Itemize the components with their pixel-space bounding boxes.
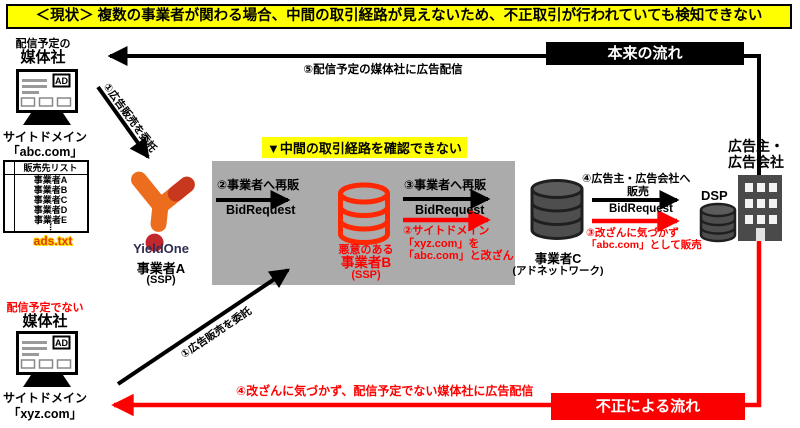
publisher-top-domain-label: サイトドメイン <box>2 130 87 144</box>
publisher-top-domain-value: 「abc.com」 <box>7 145 83 159</box>
hidden-route-panel <box>212 161 515 285</box>
database-icon-operator-c <box>529 178 585 242</box>
database-icon-dsp <box>699 202 737 244</box>
normal-flow-badge: 本来の流れ <box>546 42 744 65</box>
ad-badge: AD <box>55 76 68 86</box>
fraud-step2-line2: 「xyz.com」を <box>403 237 480 250</box>
publisher-bottom-role-line1: 配信予定でない <box>6 302 84 314</box>
arrow-step1-bottom <box>116 268 291 386</box>
publisher-bottom-domain-value: 「xyz.com」 <box>7 407 83 421</box>
list-ellipsis: ⋮ <box>46 223 55 232</box>
step2-resale-label: ②事業者へ再販 <box>217 178 300 192</box>
step4-sale-line2: 販売 <box>627 186 649 198</box>
fraud-step2-note: ②サイトドメイン 「xyz.com」を 「abc.com」と改ざん <box>403 225 514 263</box>
normal-flow-line <box>107 46 761 178</box>
advertiser-label-line2: 広告会社 <box>728 154 784 170</box>
hidden-route-note: ▼中間の取引経路を確認できない <box>262 137 467 158</box>
operator-c-name: 事業者C <box>534 252 582 266</box>
operator-c-type: (アドネットワーク) <box>512 265 604 277</box>
fraud-flow-badge: 不正による流れ <box>551 393 745 420</box>
fraud-step3-line2: 「abc.com」として販売 <box>586 239 702 251</box>
step5-delivery-label: ⑤配信予定の媒体社に広告配信 <box>303 64 463 76</box>
building-icon <box>737 173 783 243</box>
publisher-top-role-line2: 媒体社 <box>20 49 66 66</box>
fraud-step3-line1: ③改ざんに気づかず <box>586 227 679 239</box>
ad-badge: AD <box>55 338 68 348</box>
advertiser-label-line1: 広告主・ <box>728 138 784 154</box>
list-divider <box>14 162 15 231</box>
fraud-flow-line <box>111 222 762 417</box>
bidrequest-label-1: BidRequest <box>226 203 296 217</box>
step3-resale-label: ③事業者へ再販 <box>404 178 487 192</box>
fraud-step3-note: ③改ざんに気づかず 「abc.com」として販売 <box>586 227 702 251</box>
publisher-bottom-role-line2: 媒体社 <box>22 313 68 330</box>
operator-a-name: 事業者A <box>136 261 186 276</box>
list-item: 事業者C <box>33 195 68 205</box>
operator-a-type: (SSP) <box>146 274 176 286</box>
list-item: 事業者B <box>33 185 68 195</box>
list-item: 事業者E <box>33 215 67 225</box>
operator-b-note: 悪意のある <box>338 244 394 256</box>
fraud-step2-line3: 「abc.com」と改ざん <box>403 250 514 262</box>
sales-destination-list: 販売先リスト 事業者A 事業者B 事業者C 事業者D 事業者E ⋮ <box>3 160 89 233</box>
bidrequest-label-3: BidRequest <box>609 203 673 215</box>
dsp-label: DSP <box>701 188 728 203</box>
list-item: 事業者D <box>33 205 68 215</box>
page-title: ＜現状＞ 複数の事業者が関わる場合、中間の取引経路が見えないため、不正取引が行わ… <box>6 4 792 29</box>
monitor-icon-top: AD <box>16 69 78 126</box>
publisher-top-role-line1: 配信予定の <box>15 38 71 50</box>
operator-b-type: (SSP) <box>351 269 381 281</box>
operator-b-name: 事業者B <box>340 255 392 270</box>
monitor-icon-bottom: AD <box>16 331 78 388</box>
list-title: 販売先リスト <box>5 162 87 175</box>
list-item: 事業者A <box>33 175 68 185</box>
bidrequest-label-2: BidRequest <box>415 203 485 217</box>
arrow-step1-top <box>96 85 150 160</box>
step4-sale-line1: ④広告主・広告会社へ <box>582 173 691 185</box>
ads-txt-label: ads.txt <box>33 234 73 248</box>
yieldone-logo-icon <box>124 170 196 252</box>
yieldone-logo-text: YieldOne <box>133 241 189 256</box>
publisher-bottom-domain-label: サイトドメイン <box>2 391 87 405</box>
fraud-step4-label: ④改ざんに気づかず、配信予定でない媒体社に広告配信 <box>236 384 534 398</box>
database-icon-operator-b <box>337 182 391 248</box>
fraud-step2-line1: ②サイトドメイン <box>403 225 490 237</box>
